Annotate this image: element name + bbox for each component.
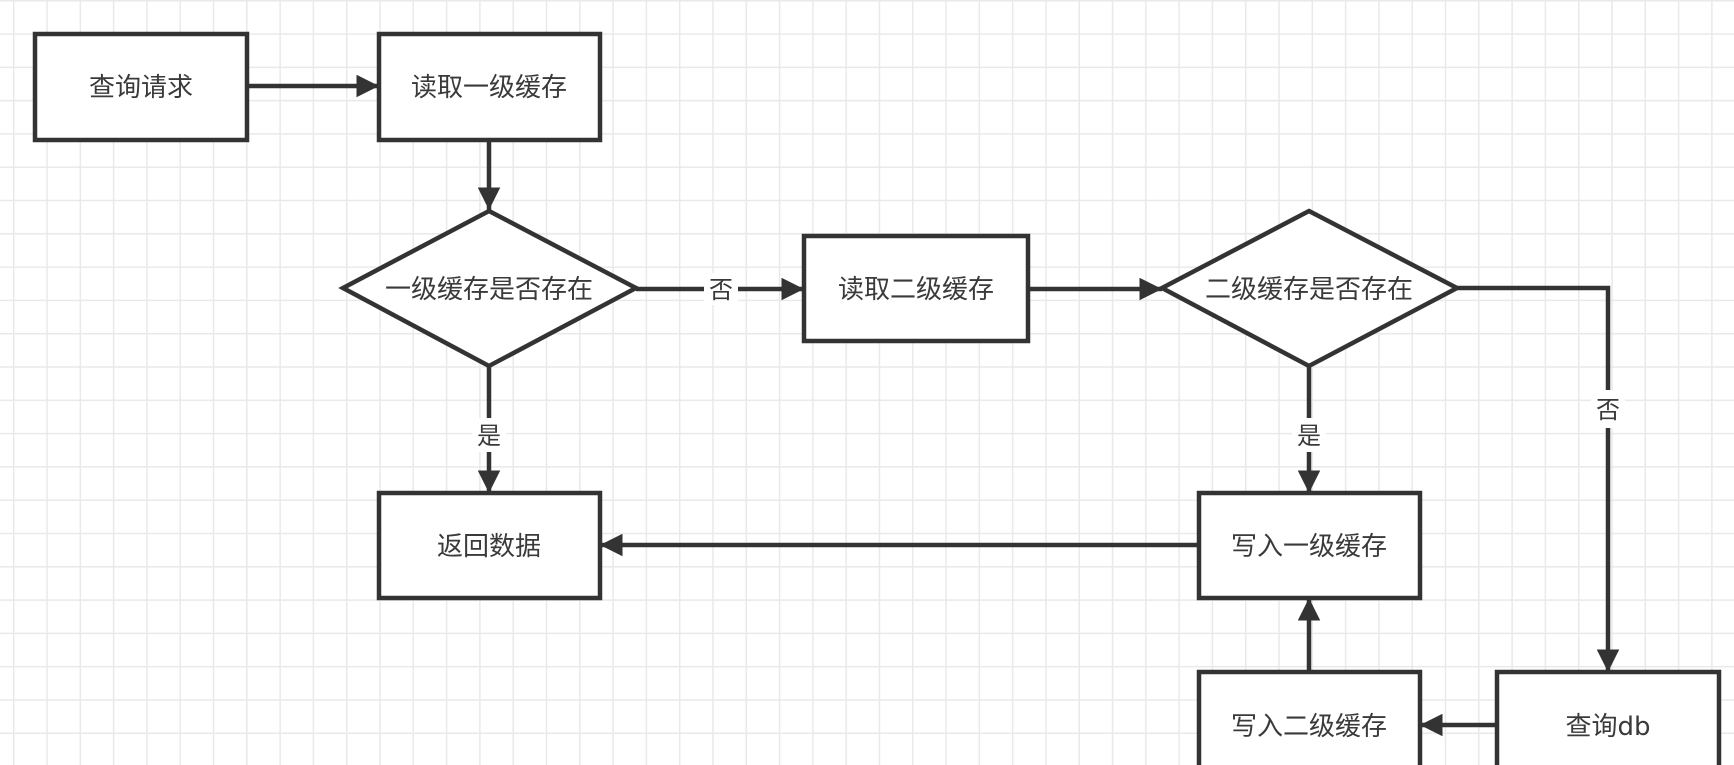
node-read-l1-label: 读取一级缓存 — [411, 73, 567, 103]
node-return-data[interactable]: 返回数据 — [376, 490, 603, 601]
node-query-request-label: 查询请求 — [89, 73, 193, 103]
node-l2-exists-label: 二级缓存是否存在 — [1205, 275, 1413, 305]
edges — [247, 74, 1620, 737]
node-read-l1[interactable]: 读取一级缓存 — [376, 31, 603, 143]
node-return-data-label: 返回数据 — [437, 532, 541, 562]
edge-label-l1-yes: 是 — [477, 422, 501, 450]
node-query-request[interactable]: 查询请求 — [32, 31, 250, 143]
node-l1-exists-label: 一级缓存是否存在 — [385, 275, 593, 305]
node-query-db[interactable]: 查询db — [1494, 669, 1722, 765]
edge-l2-exists-to-query-db[interactable] — [1457, 285, 1620, 672]
node-l1-exists[interactable]: 一级缓存是否存在 — [338, 208, 641, 369]
node-write-l1-label: 写入一级缓存 — [1231, 532, 1387, 562]
node-write-l2[interactable]: 写入二级缓存 — [1196, 669, 1423, 765]
node-write-l1[interactable]: 写入一级缓存 — [1196, 490, 1423, 601]
node-read-l2[interactable]: 读取二级缓存 — [801, 233, 1031, 344]
node-read-l2-label: 读取二级缓存 — [838, 275, 994, 305]
edge-label-l1-no: 否 — [709, 276, 733, 304]
edge-label-l2-yes: 是 — [1297, 422, 1321, 450]
node-query-db-label: 查询db — [1565, 712, 1650, 742]
node-write-l2-label: 写入二级缓存 — [1231, 712, 1387, 742]
node-l2-exists[interactable]: 二级缓存是否存在 — [1157, 208, 1462, 369]
edge-labels: 否 是 是 否 — [472, 273, 1625, 452]
edge-label-l2-no: 否 — [1596, 396, 1620, 424]
